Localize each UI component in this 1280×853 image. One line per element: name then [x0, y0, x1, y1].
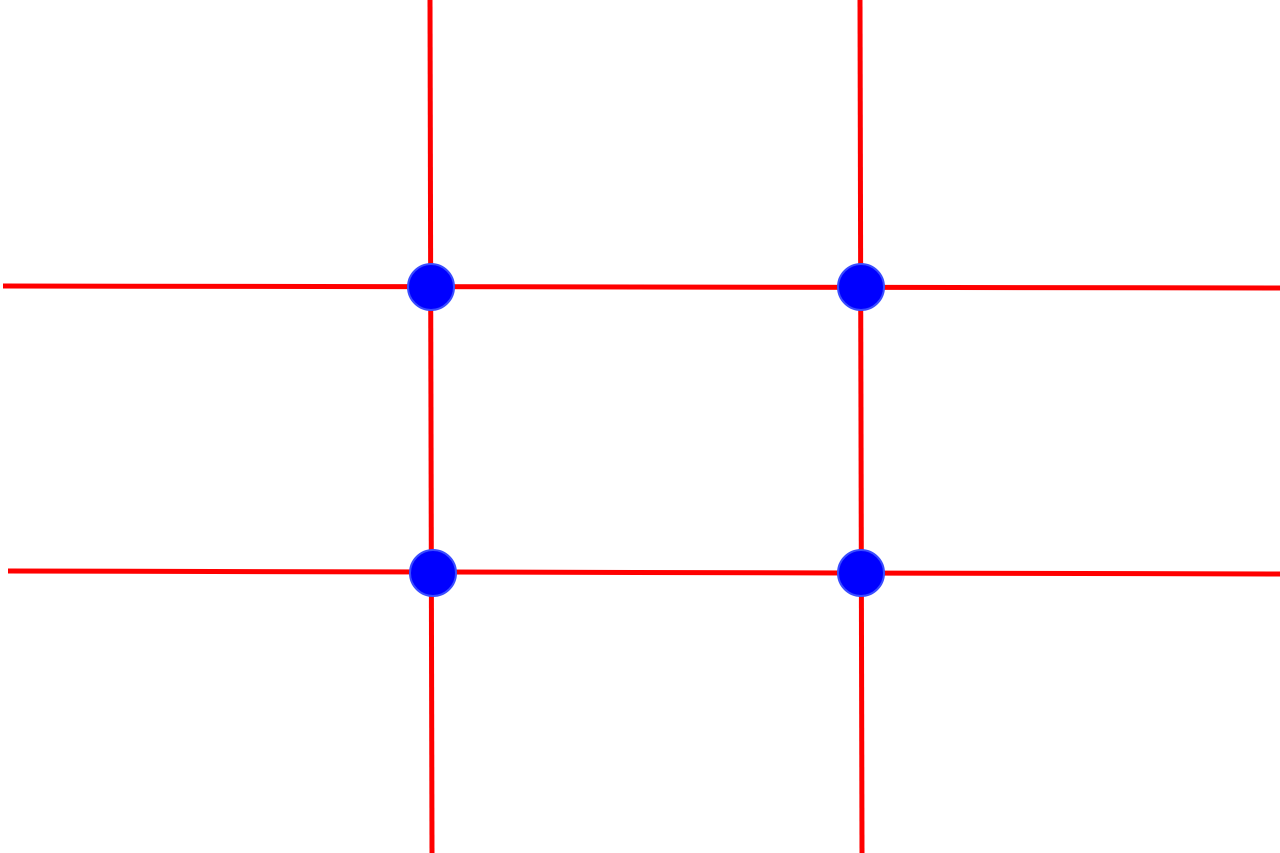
- intersection-point-top-right: [837, 263, 885, 311]
- intersection-point-bottom-left: [409, 549, 457, 597]
- vertical-line-right: [857, 0, 865, 853]
- intersection-point-top-left: [407, 263, 455, 311]
- horizontal-line-top: [2, 283, 1280, 291]
- horizontal-line-bottom: [7, 568, 1280, 577]
- vertical-line-left: [427, 0, 435, 853]
- intersection-point-bottom-right: [837, 549, 885, 597]
